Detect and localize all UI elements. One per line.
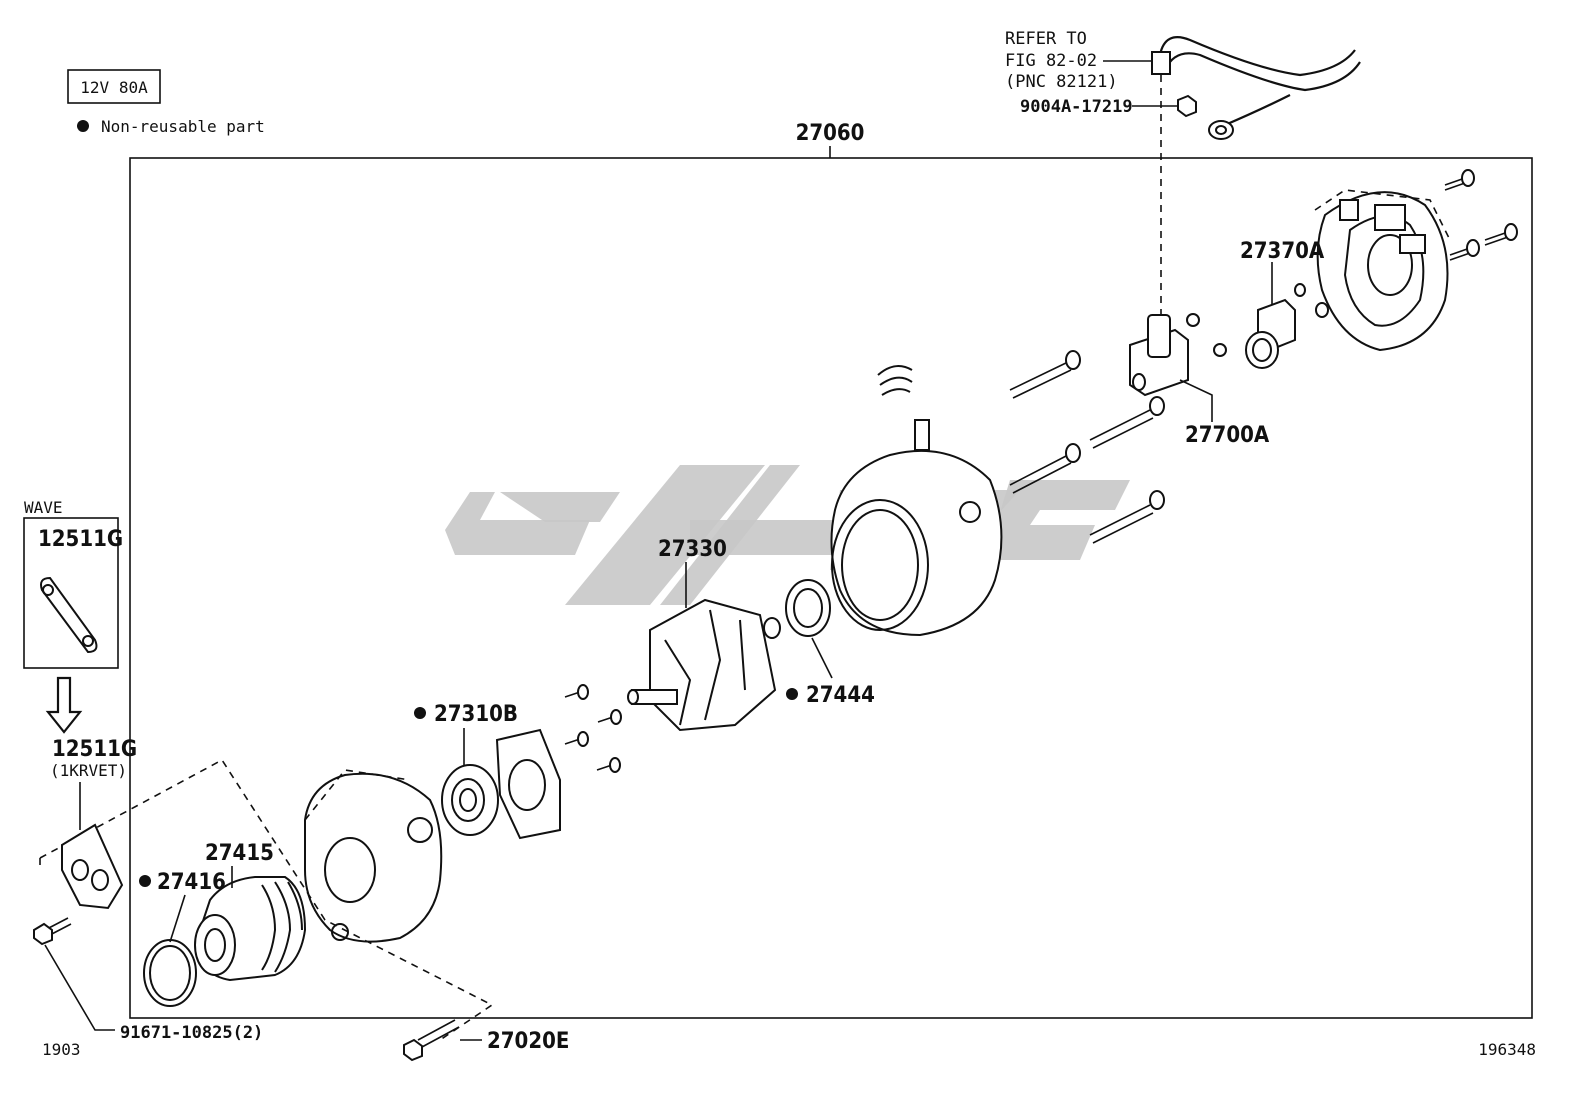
figure-number: 196348 [1478,1040,1536,1059]
engine-code: (1KRVET) [50,761,127,780]
brush-holder [1245,283,1306,369]
bearing-27444 [785,579,831,637]
spec-text: 12V 80A [80,78,148,97]
label-12511g-bottom[interactable]: 12511G [52,737,137,762]
label-27060[interactable]: 27060 [796,121,865,146]
wave-label: WAVE [24,498,63,517]
bolt-91671 [33,917,72,946]
down-arrow-icon [45,676,83,734]
refer-line-2[interactable]: FIG 82-02 [1005,51,1097,71]
pulley [193,876,307,982]
label-27020e[interactable]: 27020E [487,1029,569,1054]
label-27415[interactable]: 27415 [205,841,274,866]
assembly-frame [129,157,1533,1019]
stator-housing [830,365,1003,637]
wire-harness [1151,36,1361,140]
rear-cover [1314,189,1451,352]
label-27444[interactable]: 27444 [806,683,875,708]
refer-line-1: REFER TO [1005,29,1087,49]
regulator [1129,313,1227,397]
wave-inset-box [23,517,119,669]
label-27416[interactable]: 27416 [157,870,226,895]
spec-box [67,69,161,104]
rectifier-screws [564,684,622,773]
leader-27444 [811,637,833,679]
drive-end-frame [304,769,443,943]
label-9004a-17219[interactable]: 9004A-17219 [1020,97,1133,117]
ring-terminal-icon [1208,120,1234,140]
retainer-plate [495,728,561,840]
bearing-27310b [441,764,499,836]
through-bolts [1009,350,1165,544]
pulley-assembly-dashed-outline [39,758,494,1041]
label-27310b[interactable]: 27310B [434,702,518,727]
label-12511g-top[interactable]: 12511G [38,527,123,552]
plate-12511g-icon [40,576,98,654]
nut-icon [1177,94,1197,118]
non-reusable-27444-icon [786,688,798,700]
label-27330[interactable]: 27330 [658,537,727,562]
legend-text: Non-reusable part [101,117,265,136]
label-27700a[interactable]: 27700A [1185,423,1270,448]
washer-27416 [143,939,197,1007]
leader-91671 [44,944,115,1031]
rotor [627,598,781,732]
non-reusable-27310b-icon [414,707,426,719]
non-reusable-bullet-icon [77,120,89,132]
bolt-27020e [403,1019,460,1062]
rear-cover-screws [1315,169,1518,318]
refer-line-3: (PNC 82121) [1005,72,1118,92]
label-91671-10825[interactable]: 91671-10825(2) [120,1023,263,1043]
footer-left-code: 1903 [42,1040,81,1059]
label-27370a[interactable]: 27370A [1240,239,1325,264]
non-reusable-27416-icon [139,875,151,887]
leader-27416 [169,894,186,943]
engine-hanger-plate [61,823,124,910]
leader-27700a [1179,379,1213,422]
